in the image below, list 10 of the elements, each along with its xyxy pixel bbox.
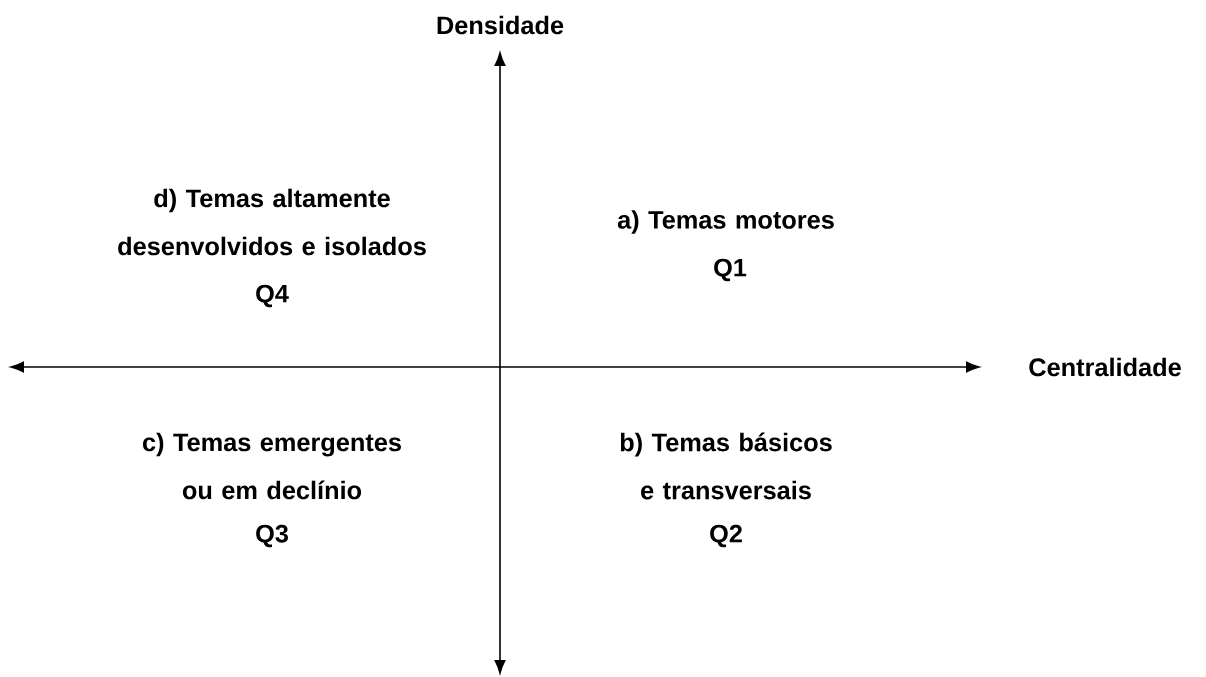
quadrant-number: Q1 (714, 258, 747, 282)
quadrant-label: a) Temas motores (617, 210, 834, 234)
axis-label: Densidade (437, 15, 564, 35)
quadrant-number: Q4 (256, 284, 289, 308)
axis-label: Centralidade (1029, 357, 1181, 377)
quadrant-number: Q2 (710, 524, 742, 548)
quadrant-label: b) Temas básicos e transversais (620, 432, 832, 500)
quadrant-number: Q3 (256, 524, 288, 548)
quadrant-label: d) Temas altamente desenvolvidos e isolados (118, 188, 426, 256)
quadrant-label: c) Temas emergentes ou em declínio (143, 432, 401, 500)
